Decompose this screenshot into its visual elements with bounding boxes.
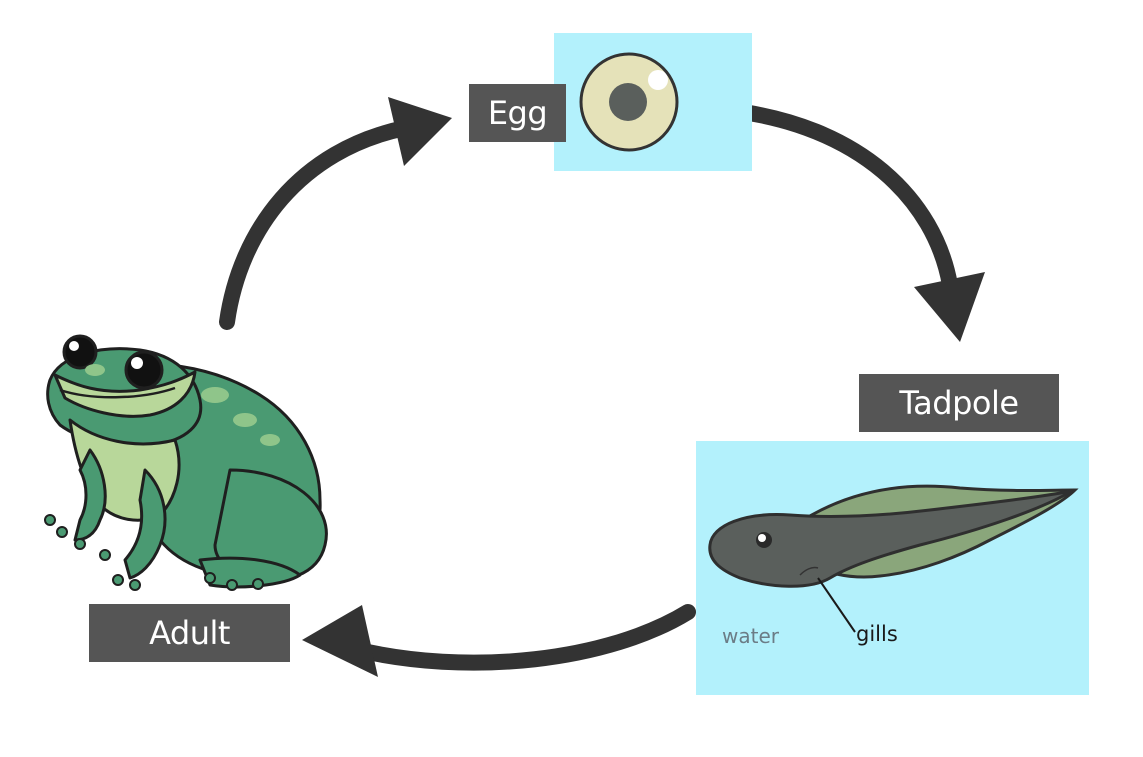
arrow-tadpole-to-adult	[342, 604, 696, 671]
tadpole-label: Tadpole	[859, 374, 1059, 432]
gills-annotation: gills	[856, 622, 898, 646]
arrow-adult-to-egg	[219, 120, 413, 330]
adult-label: Adult	[89, 604, 290, 662]
arrowhead-egg	[388, 97, 452, 166]
arrowhead-adult	[302, 605, 378, 677]
arrow-egg-to-tadpole	[720, 102, 958, 293]
arrowhead-tadpole	[914, 272, 985, 342]
egg-label: Egg	[469, 84, 566, 142]
water-annotation: water	[722, 624, 779, 648]
